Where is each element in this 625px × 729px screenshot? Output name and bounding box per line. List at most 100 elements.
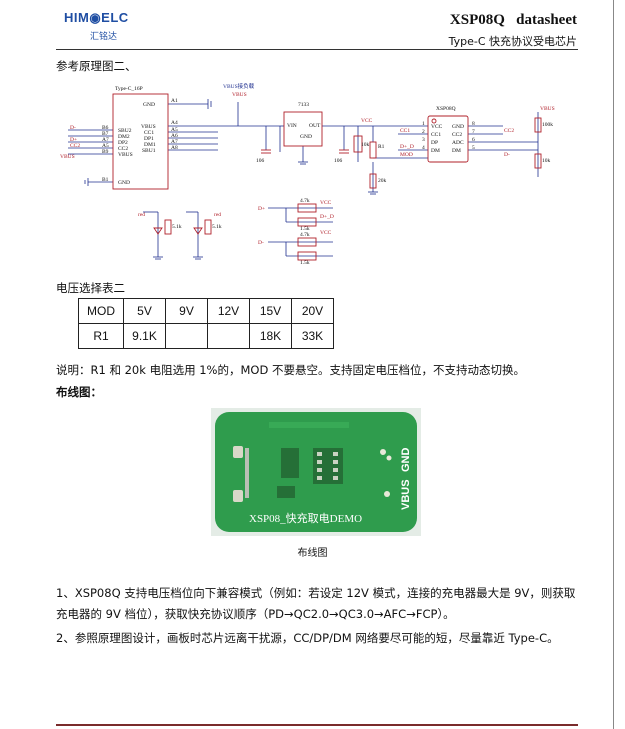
typec-pin-vbus-left: VBUS [118,152,133,158]
ic-pin-dm-left: DM [431,148,440,154]
typec-connector-body [112,93,169,190]
net-dplus-left: D+ [70,137,77,143]
res-label-100k: 100k [542,122,553,128]
net-dplus-d: D+_D [400,144,414,150]
typec-pinnum-a7: A7 [102,137,109,143]
net-vbus-right: VBUS [540,106,555,112]
pcb-silk-demo: XSP08_快充取电DEMO [249,511,362,525]
typec-pinnum-a6: A6 [171,133,178,139]
vbus-rail-label: VBUS [232,92,247,98]
ic-pinnum-3: 3 [422,137,425,143]
net-dplus-d-2: D+_D [320,214,334,220]
table-cell [165,323,208,349]
net-vcc-pullup-2: VCC [320,230,332,236]
net-vbus-left: VBUS [60,154,75,160]
pcb-silk-gnd: GND [400,448,412,473]
ldo-pin-gnd: GND [300,134,312,140]
ic-pinnum-6: 6 [472,137,475,143]
company-logo: HIM◉ELC 汇铭达 [64,8,134,44]
table-cell: 15V [249,298,292,324]
typec-pinnum-a4: A4 [171,120,178,126]
net-dplus-2: D+ [258,206,265,212]
reference-schematic: Type-C_16P SBU2 DM2 DP2 CC2 VBUS GND GND… [60,82,555,266]
ic-label: XSP08Q [436,106,456,112]
ic-pin-gnd: GND [452,124,464,130]
ic-pin-adc: ADC [452,140,464,146]
ic-pin-vcc: VCC [431,124,443,130]
ldo-pin-out: OUT [309,123,321,129]
net-cc1: CC1 [400,128,410,134]
figure-caption: 布线图 [297,548,328,559]
page-header: HIM◉ELC 汇铭达 XSP08Q datasheet Type-C 快充协议… [0,0,613,52]
res-label-led1: 5.1k [172,224,182,230]
voltage-table-heading: 电压选择表二 [56,281,125,295]
paragraph-1: 1、XSP08Q 支持电压档位向下兼容模式（例如：若设定 12V 模式，连接的充… [56,586,576,621]
table-cell: 33K [291,323,334,349]
ldo-label: 7133 [298,102,309,108]
res-label-led2: 5.1k [212,224,222,230]
typec-label: Type-C_16P [115,86,143,92]
typec-pinnum-a1: A1 [171,98,178,104]
typec-pin-dm1: DM1 [144,142,156,148]
table-row: MOD 5V 9V 12V 15V 20V [78,298,334,324]
schematic-heading: 参考原理图二、 [56,59,137,73]
ldo-pin-vin: VIN [287,123,297,129]
typec-pin-cc2: CC2 [118,146,128,152]
typec-pinnum-b9: B9 [102,149,109,155]
table-cell: MOD [78,298,124,324]
cap-label-1: 106 [256,158,265,164]
ic-pinnum-5: 5 [472,145,475,151]
header-divider [56,49,578,50]
res-label-10k: 10k [361,142,370,148]
res-label-1k5-b: 1.5k [300,260,310,266]
res-label-1k5-a: 1.5k [300,226,310,232]
typec-pinnum-a8: A8 [171,145,178,151]
table-cell: R1 [78,323,124,349]
logo-subtext: 汇铭达 [90,32,118,42]
resistor-note: 说明：R1 和 20k 电阻选用 1%的，MOD 不要悬空。支持固定电压档位，不… [56,363,525,377]
table-cell: 20V [291,298,334,324]
net-dminus-left: D- [70,125,76,131]
document-subtitle: Type-C 快充协议受电芯片 [448,35,577,48]
pcb-silk-vbus: VBUS [400,479,412,510]
res-label-r1: R1 [378,144,385,150]
ic-pinnum-4: 4 [422,145,425,151]
net-dminus-2: D- [258,240,264,246]
ic-pin-cc1: CC1 [431,132,441,138]
net-mod: MOD [400,152,413,158]
typec-pin-gnd-left: GND [118,180,130,186]
res-label-20k: 20k [378,178,387,184]
document-title: XSP08Q datasheet [449,12,577,28]
ldo-7133-body [283,111,323,147]
table-cell: 12V [207,298,250,324]
table-cell: 9V [165,298,208,324]
net-vcc: VCC [361,118,373,124]
ic-pinnum-1: 1 [422,121,425,127]
typec-pinnum-a5r: A5 [171,127,178,133]
table-row: R1 9.1K 18K 33K [78,323,334,349]
typec-pin-cc1: CC1 [144,130,154,136]
ic-pin-dp: DP [431,140,438,146]
ic-pinnum-8: 8 [472,121,475,127]
footer-divider [56,724,578,726]
net-dminus-right: D- [504,152,510,158]
res-label-4k7-b: 4.7k [300,232,310,238]
pcb-layout-image: GND VBUS XSP08_快充取电DEMO [211,408,421,536]
layout-heading: 布线图： [56,385,102,399]
page-edge [613,0,614,729]
ic-pin-dm-right: DM [452,148,461,154]
typec-pin-vbus-right: VBUS [141,124,156,130]
typec-pinnum-a5: A5 [102,143,109,149]
typec-pin-dp1: DP1 [144,136,154,142]
res-label-4k7-a: 4.7k [300,198,310,204]
net-red-2: red [214,212,221,218]
vbus-load-label: VBUS接负载 [223,82,255,90]
voltage-selection-table: MOD 5V 9V 12V 15V 20V R1 9.1K 18K 33K [78,298,334,349]
ic-pin-cc2: CC2 [452,132,462,138]
typec-pinnum-b7: B7 [102,131,109,137]
typec-pinnum-b1: B1 [102,177,109,183]
net-cc2-right: CC2 [504,128,514,134]
table-cell: 9.1K [123,323,166,349]
typec-pin-dm2: DM2 [118,134,130,140]
table-cell [207,323,250,349]
